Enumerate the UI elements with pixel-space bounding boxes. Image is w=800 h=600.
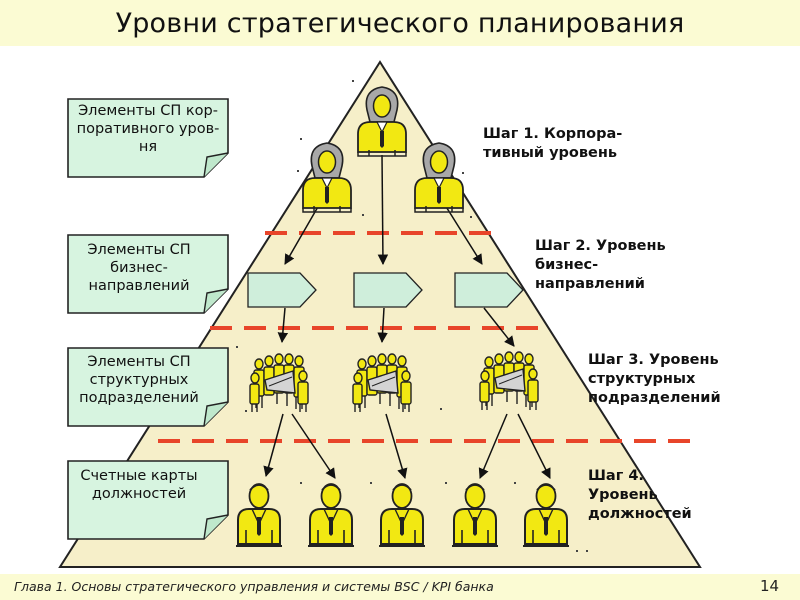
- arrow-team-3a: [478, 413, 508, 479]
- arrow-top-to-mid: [377, 154, 389, 266]
- arrow-team-1a: [263, 413, 284, 478]
- arrow-right-exec: [444, 204, 483, 265]
- title-bar: Уровни стратегического планирования: [0, 0, 800, 46]
- arrow-proc-2: [377, 307, 388, 344]
- arrow-proc-1: [277, 307, 289, 344]
- note-corporate: Элементы СП кор-поративного уров-ня: [76, 103, 220, 155]
- step-label-1: Шаг 1. Корпора- тивный уровень: [483, 126, 623, 161]
- arrow-team-2: [385, 413, 408, 480]
- arrow-team-3b: [517, 413, 551, 479]
- arrow-proc-3: [483, 307, 515, 347]
- note-departments: Элементы СП структурных подразделений: [79, 354, 199, 406]
- note-business: Элементы СП бизнес-направлений: [87, 242, 191, 294]
- arrow-left-exec: [284, 204, 320, 265]
- footer-chapter-text: Глава 1. Основы стратегического управлен…: [14, 579, 494, 594]
- pyramid-dots: [236, 80, 588, 552]
- step-label-4: Шаг 4. Уровень должностей: [588, 468, 692, 522]
- step-label-3: Шаг 3. Уровень структурных подразделений: [588, 352, 721, 406]
- step-label-2: Шаг 2. Уровень бизнес- направлений: [535, 238, 666, 292]
- page-title: Уровни стратегического планирования: [115, 7, 685, 39]
- footer-bar: Глава 1. Основы стратегического управлен…: [0, 574, 800, 600]
- arrow-team-1b: [291, 413, 336, 479]
- planning-pyramid-diagram: [58, 60, 702, 568]
- hierarchy-arrows: [263, 154, 551, 480]
- page-number: 14: [760, 577, 780, 595]
- note-scorecards: Счетные карты должностей: [80, 468, 198, 502]
